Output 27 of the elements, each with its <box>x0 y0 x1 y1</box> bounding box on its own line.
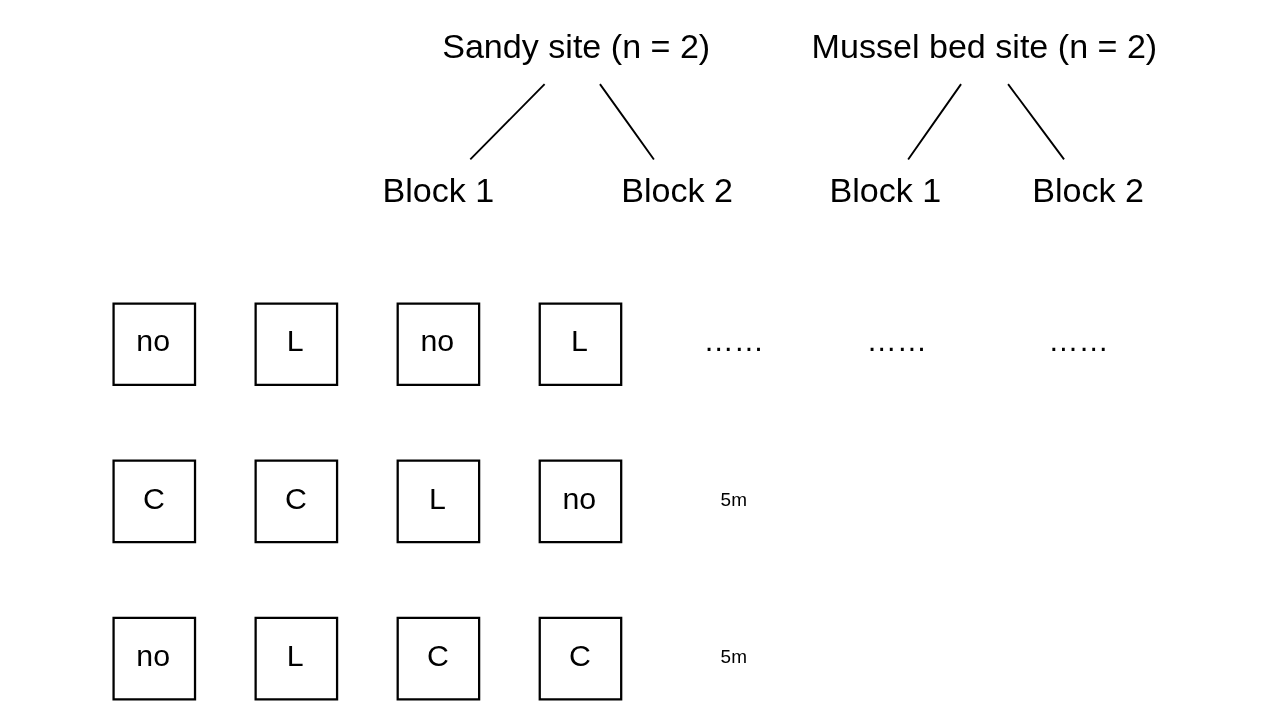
connector <box>906 83 962 161</box>
node-box: C <box>396 616 480 701</box>
node-box: C <box>254 459 338 544</box>
node-box: L <box>254 302 338 387</box>
node-box: no <box>538 459 622 544</box>
node-box: no <box>111 616 196 701</box>
node-box: C <box>111 459 196 544</box>
node-box: no <box>396 302 480 387</box>
node-text: Block 2 <box>620 171 733 209</box>
connector <box>468 83 546 161</box>
node-box: L <box>538 302 622 387</box>
label: …… <box>703 324 764 358</box>
label: …… <box>1047 324 1109 358</box>
node-text: Block 1 <box>829 171 941 209</box>
node-box: L <box>396 459 480 544</box>
label: 5m <box>720 489 747 511</box>
label: …… <box>865 324 927 358</box>
node-text: Block 2 <box>1031 171 1144 209</box>
node-text: Block 1 <box>382 171 494 209</box>
node-text: Sandy site (n = 2) <box>441 27 710 66</box>
connector <box>1006 83 1065 161</box>
connector <box>598 83 655 161</box>
node-text: Mussel bed site (n = 2) <box>811 27 1157 66</box>
node-box: C <box>538 616 622 701</box>
label: 5m <box>720 646 747 668</box>
node-box: no <box>111 302 196 387</box>
node-box: L <box>254 616 338 701</box>
